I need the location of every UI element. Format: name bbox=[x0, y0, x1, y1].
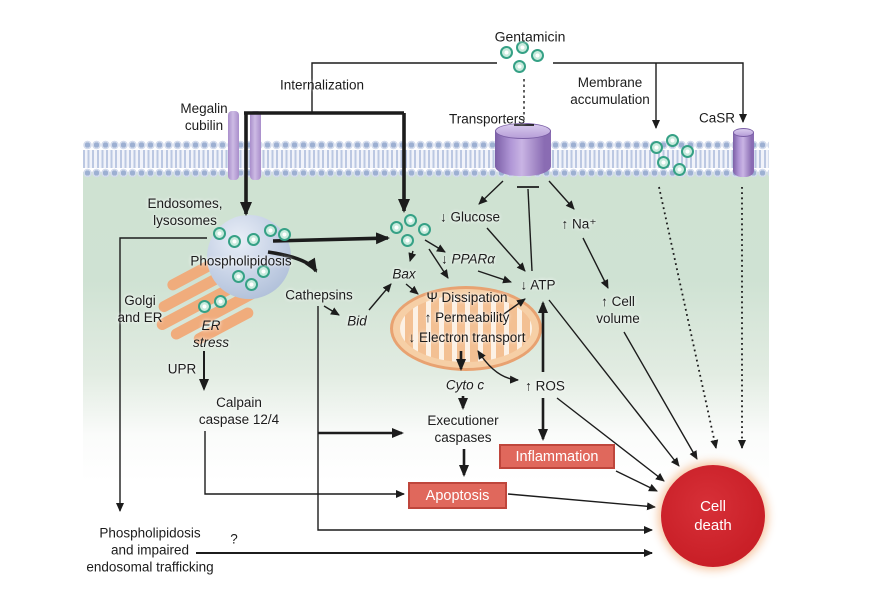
gentamicin-label: Gentamicin bbox=[494, 28, 566, 45]
phospholipidosis-label: Phospholipidosis bbox=[190, 253, 292, 269]
apoptosis-box: Apoptosis bbox=[408, 482, 507, 509]
ppar-alpha-label: ↓ PPARα bbox=[441, 251, 495, 267]
gentamicin-molecule bbox=[245, 278, 258, 291]
gentamicin-molecule bbox=[198, 300, 211, 313]
gentamicin-molecule bbox=[264, 224, 277, 237]
gentamicin-molecule bbox=[650, 141, 663, 154]
megalin-receptor-icon bbox=[228, 111, 239, 180]
gentamicin-molecule bbox=[401, 234, 414, 247]
gentamicin-molecule bbox=[390, 221, 403, 234]
cathepsins-label: Cathepsins bbox=[285, 287, 353, 303]
gentamicin-molecule bbox=[666, 134, 679, 147]
sodium-label: ↑ Na⁺ bbox=[561, 216, 597, 232]
bax-label: Bax bbox=[392, 266, 416, 282]
gentamicin-molecule bbox=[531, 49, 544, 62]
casr-receptor-top bbox=[733, 128, 754, 137]
casr-label: CaSR bbox=[698, 110, 736, 126]
cubilin-receptor-icon bbox=[250, 111, 261, 180]
gentamicin-molecule bbox=[657, 156, 670, 169]
glucose-label: ↓ Glucose bbox=[439, 209, 501, 225]
endosomes-lysosomes-label: Endosomes,lysosomes bbox=[147, 196, 223, 228]
gentamicin-molecule bbox=[247, 233, 260, 246]
gentamicin-molecule bbox=[214, 295, 227, 308]
inflammation-box: Inflammation bbox=[499, 444, 615, 469]
transporter-channel-top bbox=[495, 123, 551, 139]
lipid-heads-top bbox=[83, 140, 769, 150]
lipid-heads-bottom bbox=[83, 168, 769, 178]
gentamicin-molecule bbox=[404, 214, 417, 227]
gentamicin-molecule bbox=[418, 223, 431, 236]
cytochrome-c-label: Cyto c bbox=[445, 377, 485, 393]
atp-label: ↓ ATP bbox=[520, 277, 556, 293]
internalization-label: Internalization bbox=[279, 77, 365, 93]
mitochondrion-effects-label: Ψ Dissipation↑ Permeability↓ Electron tr… bbox=[408, 290, 526, 345]
casr-receptor-icon bbox=[733, 133, 754, 177]
gentamicin-molecule bbox=[513, 60, 526, 73]
transporters-label: Transporters bbox=[448, 111, 526, 127]
gentamicin-molecule bbox=[500, 46, 513, 59]
bid-label: Bid bbox=[347, 313, 367, 329]
gentamicin-molecule bbox=[213, 227, 226, 240]
gentamicin-molecule bbox=[673, 163, 686, 176]
gentamicin-molecule bbox=[278, 228, 291, 241]
upr-label: UPR bbox=[167, 361, 197, 377]
gentamicin-molecule bbox=[516, 41, 529, 54]
question-mark-label: ? bbox=[230, 531, 238, 547]
gentamicin-molecule bbox=[257, 265, 270, 278]
gentamicin-molecule bbox=[681, 145, 694, 158]
ros-label: ↑ ROS bbox=[525, 378, 565, 394]
gentamicin-molecule bbox=[232, 270, 245, 283]
gentamicin-molecule bbox=[228, 235, 241, 248]
